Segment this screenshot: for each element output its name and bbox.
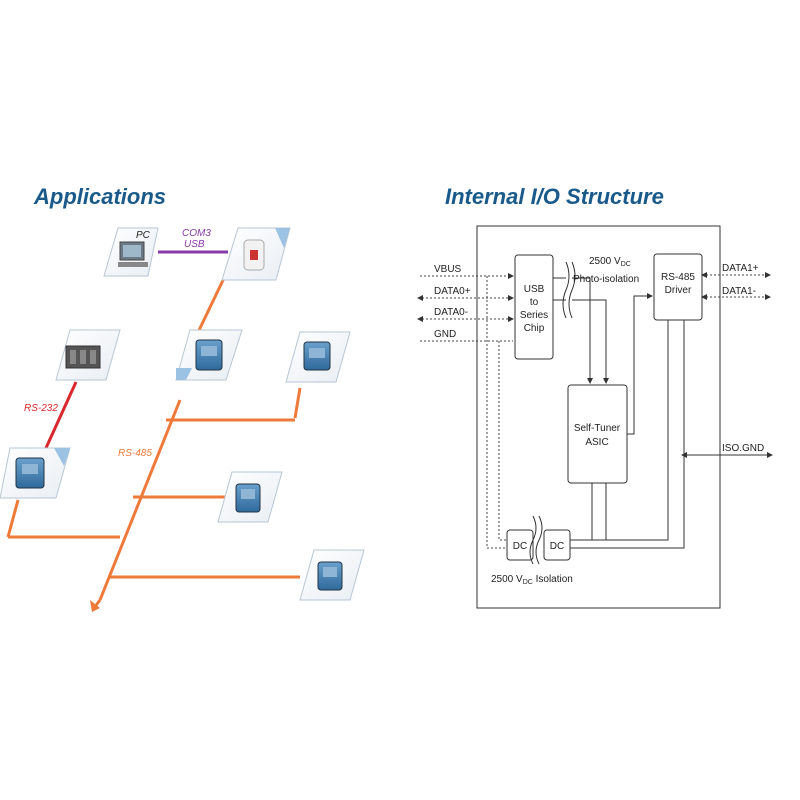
dc-left-label: DC bbox=[513, 541, 527, 552]
photo-isolation-label: Photo-isolation bbox=[573, 274, 639, 285]
usb-label: USB bbox=[184, 239, 205, 250]
applications-title: Applications bbox=[34, 184, 167, 209]
io-enclosure bbox=[476, 225, 721, 609]
svg-text:Driver: Driver bbox=[665, 285, 692, 296]
usb-chip-label: USB to Series Chip bbox=[520, 284, 548, 334]
dc-right-block bbox=[543, 529, 571, 561]
pc-label: PC bbox=[136, 230, 151, 241]
photo-isolation-barrier bbox=[562, 261, 576, 319]
svg-text:ASIC: ASIC bbox=[585, 437, 608, 448]
signal-gnd: GND bbox=[434, 329, 456, 340]
rs232-label: RS-232 bbox=[24, 403, 58, 414]
signal-data0-plus: DATA0+ bbox=[434, 286, 471, 297]
rs485-driver-label: RS-485 Driver bbox=[661, 272, 695, 296]
dc-isolation-label: 2500 VDC Isolation bbox=[491, 574, 573, 586]
pc-card bbox=[103, 227, 159, 277]
rs232-link bbox=[44, 381, 78, 449]
module-card-bottom bbox=[299, 549, 365, 601]
module-card-center bbox=[175, 329, 243, 381]
module-card-left bbox=[0, 447, 71, 499]
io-structure-title: Internal I/O Structure bbox=[445, 184, 664, 209]
signal-data1-plus: DATA1+ bbox=[722, 263, 759, 274]
asic-label: Self-Tuner ASIC bbox=[574, 423, 621, 448]
iso-gnd-label: ISO.GND bbox=[722, 443, 764, 454]
plc-card bbox=[55, 329, 121, 381]
signal-vbus: VBUS bbox=[434, 264, 462, 275]
svg-text:to: to bbox=[530, 297, 539, 308]
svg-text:Series: Series bbox=[520, 310, 548, 321]
rs485-bus bbox=[6, 275, 302, 612]
usb-chip-block bbox=[514, 254, 554, 360]
svg-text:Self-Tuner: Self-Tuner bbox=[574, 423, 621, 434]
com3-label: COM3 bbox=[182, 228, 211, 239]
signal-data1-minus: DATA1- bbox=[722, 286, 756, 297]
signal-data0-minus: DATA0- bbox=[434, 307, 468, 318]
rs485-driver-block bbox=[653, 253, 703, 321]
usb-converter-card bbox=[221, 227, 291, 281]
svg-text:Chip: Chip bbox=[524, 323, 545, 334]
svg-text:USB: USB bbox=[524, 284, 545, 295]
dc-isolation-barrier bbox=[529, 515, 543, 565]
module-card-right bbox=[285, 331, 351, 383]
rs485-label: RS-485 bbox=[118, 448, 152, 459]
asic-block bbox=[567, 384, 628, 484]
svg-text:RS-485: RS-485 bbox=[661, 272, 695, 283]
applications-diagram: PC COM3 USB RS-232 RS-485 bbox=[0, 227, 365, 612]
dc-left-block bbox=[506, 529, 534, 561]
dc-right-label: DC bbox=[550, 541, 564, 552]
module-card-middle bbox=[217, 471, 283, 523]
photo-isolation-voltage: 2500 VDC bbox=[589, 256, 631, 268]
